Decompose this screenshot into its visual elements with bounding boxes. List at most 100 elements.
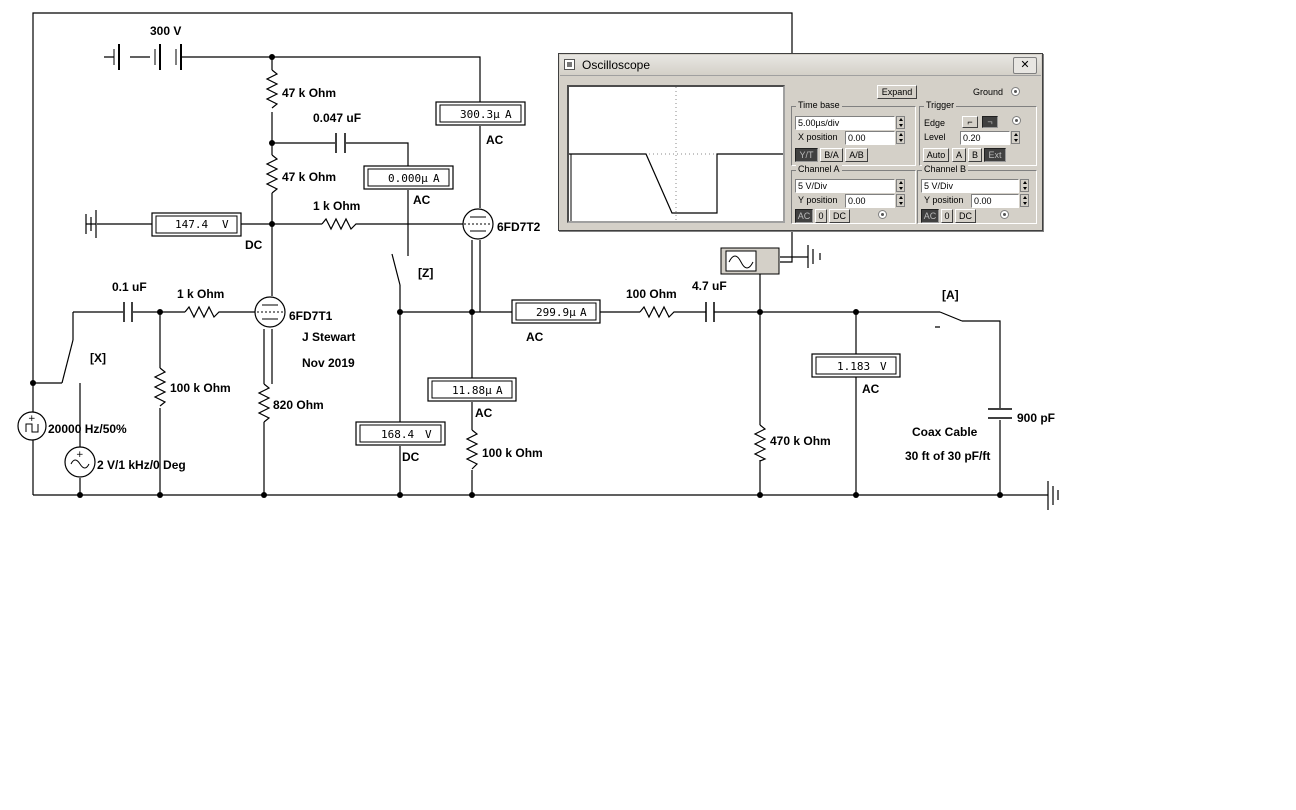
label-r-top: 47 k Ohm [282,86,336,100]
meter-dc-voltage-1[interactable]: 147.4 V DC [151,212,263,252]
label-c-in: 0.1 uF [112,280,147,294]
meter-unit: V [880,360,887,373]
trigger-title: Trigger [924,100,957,110]
window-icon [564,59,575,70]
mode-ab-button[interactable]: A/B [845,148,868,162]
meter-dc-voltage-6[interactable]: 168.4 V DC [355,421,446,464]
channel-b-ac-button[interactable]: AC [921,209,939,223]
sine-source: + [64,446,96,478]
component-labels: 300 V 47 k Ohm 0.047 uF 47 k Ohm 1 k Ohm… [48,24,1055,472]
resistors [153,69,767,470]
scope-trace [569,87,783,221]
mode-ba-button[interactable]: B/A [820,148,843,162]
channel-b-ypos-spinner[interactable] [1020,194,1029,207]
channel-a-ypos[interactable]: 0.00 [845,194,895,208]
tube-6fd7t2 [462,208,494,240]
label-r-grid-leak: 100 k Ohm [170,381,231,395]
edge-falling-button[interactable]: ¬ [982,116,998,128]
edge-rising-button[interactable]: ⌐ [962,116,978,128]
trigger-b-button[interactable]: B [968,148,982,162]
oscilloscope-titlebar[interactable]: Oscilloscope ✕ [560,55,1041,76]
channel-a-ypos-spinner[interactable] [896,194,905,207]
channel-b-scale-spinner[interactable] [1020,179,1029,192]
meter-reading: 11.88µ [452,384,492,397]
meter-mode: AC [862,382,880,396]
switches [61,253,963,384]
channel-b-ypos[interactable]: 0.00 [971,194,1019,208]
channel-b-scale[interactable]: 5 V/Div [921,179,1019,193]
level-field[interactable]: 0.20 [960,131,1010,145]
meter-ac-current-4[interactable]: 299.9µ A AC [511,299,601,344]
meter-mode: AC [413,193,431,207]
channel-b-title: Channel B [922,164,969,174]
close-button[interactable]: ✕ [1013,57,1037,74]
channel-a-zero-button[interactable]: 0 [815,209,827,223]
label-c-cable: 900 pF [1017,411,1055,425]
label-c-coupling: 0.047 uF [313,111,361,125]
window-title: Oscilloscope [582,58,651,72]
label-r-plate2: 100 k Ohm [482,446,543,460]
trigger-terminal[interactable] [1012,116,1021,125]
meter-ac-voltage-7[interactable]: 1.183 V AC [811,353,901,396]
meter-unit: A [433,172,440,185]
timebase-title: Time base [796,100,842,110]
trigger-group: Trigger Edge ⌐ ¬ Level 0.20 Auto A B Ext [919,100,1037,166]
mode-yt-button[interactable]: Y/T [795,148,818,162]
level-spinner[interactable] [1011,131,1020,144]
xpos-spinner[interactable] [896,131,905,144]
meter-reading: 0.000µ [388,172,428,185]
channel-b-terminal[interactable] [1000,210,1009,219]
meter-unit: A [505,108,512,121]
timebase-field[interactable]: 5.00µs/div [795,116,895,130]
label-r-grid2: 1 k Ohm [313,199,360,213]
timebase-group: Time base 5.00µs/div X position 0.00 Y/T… [791,100,916,166]
junctions [30,54,1003,498]
meter-mode: AC [475,406,493,420]
label-coax-line1: Coax Cable [912,425,978,439]
channel-a-terminal[interactable] [878,210,887,219]
meter-mode: AC [526,330,544,344]
channel-a-scale-spinner[interactable] [896,179,905,192]
channel-a-ac-button[interactable]: AC [795,209,813,223]
meter-mode: DC [402,450,420,464]
label-switch-x: [X] [90,351,106,365]
label-tube1: 6FD7T1 [289,309,333,323]
svg-text:+: + [76,450,84,460]
channel-a-scale[interactable]: 5 V/Div [795,179,895,193]
channel-b-dc-button[interactable]: DC [955,209,976,223]
label-r-series: 100 Ohm [626,287,677,301]
channel-b-zero-button[interactable]: 0 [941,209,953,223]
trigger-auto-button[interactable]: Auto [923,148,949,162]
scope-probe-box[interactable] [720,247,780,275]
label-author: J Stewart [302,330,355,344]
trigger-ext-button[interactable]: Ext [984,148,1006,162]
xpos-field[interactable]: 0.00 [845,131,895,145]
tube-6fd7t1 [254,296,286,328]
label-coax-line2: 30 ft of 30 pF/ft [905,449,990,463]
meter-ac-current-2[interactable]: 0.000µ A AC [363,165,454,207]
meter-mode: AC [486,133,504,147]
label-date: Nov 2019 [302,356,355,370]
channel-a-group: Channel A 5 V/Div Y position 0.00 AC 0 D… [791,164,916,224]
meter-ac-current-5[interactable]: 11.88µ A AC [427,377,517,420]
channel-a-dc-button[interactable]: DC [829,209,850,223]
oscilloscope-window[interactable]: Oscilloscope ✕ Expand Ground Time base 5… [558,53,1043,231]
label-c-out: 4.7 uF [692,279,727,293]
svg-text:+: + [28,414,36,424]
label-r-load: 470 k Ohm [770,434,831,448]
label-switch-a: [A] [942,288,959,302]
scope-display [567,85,785,223]
edge-label: Edge [924,118,946,128]
ground-terminal[interactable] [1011,87,1020,96]
meter-unit: V [425,428,432,441]
trigger-a-button[interactable]: A [952,148,966,162]
meter-reading: 299.9µ [536,306,576,319]
xpos-label: X position [798,132,838,142]
ground-symbols [85,210,1059,510]
meter-ac-current-3[interactable]: 300.3µ A AC [435,101,526,147]
expand-button[interactable]: Expand [877,85,917,99]
label-pulse-source: 20000 Hz/50% [48,422,127,436]
timebase-spinner[interactable] [896,116,905,129]
label-tube2: 6FD7T2 [497,220,541,234]
